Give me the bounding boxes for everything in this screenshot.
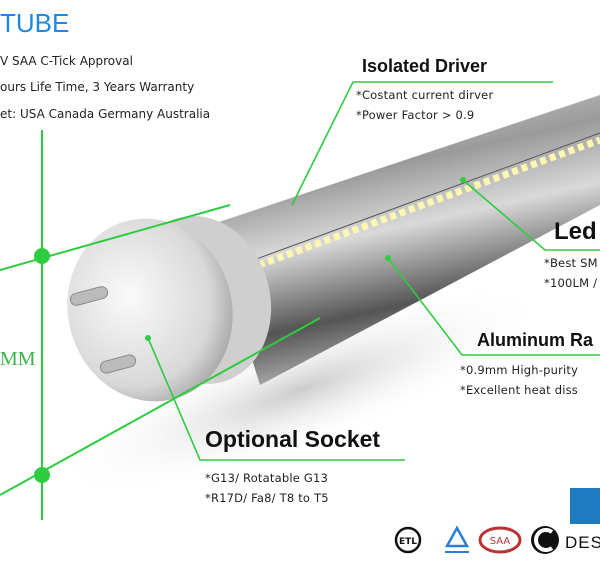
spec-approval: V SAA C-Tick Approval (0, 54, 133, 68)
aluminum-bullet-2: *Excellent heat diss (460, 383, 578, 397)
led-bullet-1: *Best SM (544, 256, 598, 270)
driver-bullet-1: *Costant current dirver (356, 88, 494, 102)
dimension-dot-top (34, 248, 50, 264)
driver-bullet-2: *Power Factor > 0.9 (356, 108, 475, 122)
socket-heading: Optional Socket (205, 426, 381, 452)
socket-callout-dot (145, 335, 151, 341)
c-tick-logo (531, 526, 559, 554)
led-board-edge (239, 132, 600, 266)
spec-lifetime: ours Life Time, 3 Years Warranty (0, 80, 195, 94)
saa-logo: SAA (478, 526, 522, 554)
svg-text:ETL: ETL (399, 537, 417, 547)
callout-leaders (147, 81, 600, 461)
dimension-dot-bottom (34, 467, 50, 483)
svg-text:SAA: SAA (490, 536, 511, 547)
tuv-logo (444, 525, 470, 553)
socket-bullet-2: *R17D/ Fa8/ T8 to T5 (205, 491, 329, 505)
aluminum-heading: Aluminum Ra (477, 330, 594, 350)
led-strip (238, 136, 600, 276)
aluminum-bullet-1: *0.9mm High-purity (460, 363, 579, 377)
led-heading: Led (554, 218, 597, 245)
etl-logo: ETL (394, 526, 422, 554)
led-callout-dot (460, 177, 466, 183)
dimension-label: MM (0, 348, 36, 370)
des-logo: DES (565, 533, 600, 552)
tube-body (210, 95, 600, 385)
socket-bullet-1: *G13/ Rotatable G13 (205, 471, 329, 485)
spec-market: et: USA Canada Germany Australia (0, 107, 211, 121)
end-cap-face (67, 218, 233, 402)
floor-shadow (54, 284, 546, 496)
driver-heading: Isolated Driver (362, 56, 488, 76)
led-bullet-2: *100LM / (544, 276, 598, 290)
aluminum-callout-dot (385, 255, 391, 261)
energy-star-logo (570, 488, 600, 524)
product-title: TUBE (0, 8, 70, 38)
pin-bottom (99, 354, 137, 374)
pin-top (69, 286, 109, 306)
